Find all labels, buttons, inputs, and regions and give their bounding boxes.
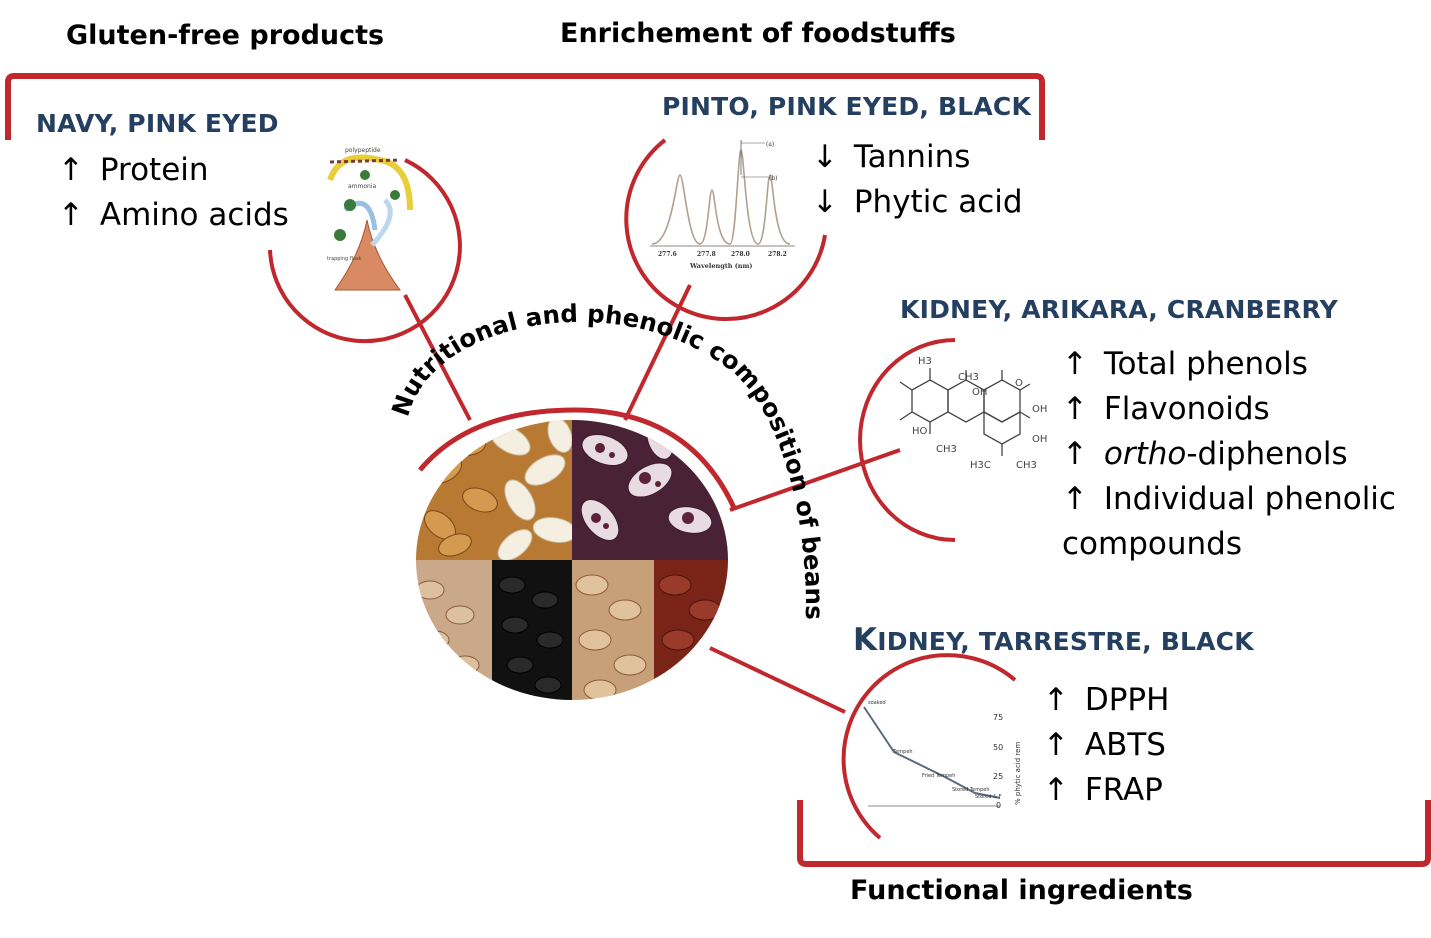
chemical-structure-labels: H3 CH3 OH O OH OH HO CH3 H3C CH3 (912, 356, 1047, 471)
spectrum-peak-label: (b) (769, 175, 778, 182)
spectrum-tick: 278.0 (731, 251, 750, 258)
atom-label: OH (1032, 404, 1047, 415)
bean-name: ARIKARA (1021, 295, 1149, 324)
bean-types-bottom-right: KIDNEY, TARRESTRE, BLACK (853, 622, 1254, 658)
spectrum-tick: 278.2 (768, 251, 787, 258)
arrow-icon: ↓ (812, 184, 838, 220)
atom-label: CH3 (936, 444, 957, 455)
list-item: ↑ ortho-diphenols (1062, 432, 1396, 477)
bean-name: TARRESTRE (978, 627, 1143, 656)
bean-name: KIDNEY (853, 622, 961, 658)
bean-name: PINTO (662, 92, 750, 121)
arrow-icon: ↑ (1043, 682, 1069, 718)
bean-name: CRANBERRY (1166, 295, 1338, 324)
nutrient-list-top-right: ↓ Tannins ↓ Phytic acid (812, 135, 1023, 225)
phytic-chart-image: soaked Tempeh Fried Tempeh Stored Tempeh… (863, 700, 1022, 810)
arrow-icon: ↑ (1062, 391, 1088, 427)
arrow-icon: ↑ (1043, 727, 1069, 763)
arrow-icon: ↑ (58, 197, 84, 233)
bean-types-middle-right: KIDNEY, ARIKARA, CRANBERRY (900, 295, 1338, 324)
spectrum-tick: 277.6 (658, 251, 677, 258)
spectrum-xlabel: Wavelength (nm) (689, 262, 752, 270)
arc-spectrum-image (624, 138, 827, 322)
list-item: ↑ Protein (58, 148, 289, 193)
list-item: ↑ DPPH (1043, 678, 1169, 723)
bean-name: KIDNEY (900, 295, 1003, 324)
phytic-point-label: soaked (868, 700, 886, 706)
center-arc (418, 407, 738, 512)
protein-sketch-label: ammonia (348, 183, 377, 190)
list-item: ↑ Total phenols (1062, 342, 1396, 387)
bottom-bracket (797, 800, 1431, 867)
phytic-point-label: Fried Tempeh (922, 773, 955, 779)
chemical-structure-image (899, 368, 1031, 456)
list-item: ↓ Phytic acid (812, 180, 1023, 225)
phytic-ytick: 75 (993, 713, 1003, 722)
bean-name: PINK EYED (767, 92, 920, 121)
arrow-icon: ↑ (1043, 772, 1069, 808)
list-item: ↓ Tannins (812, 135, 1023, 180)
arrow-icon: ↓ (812, 139, 838, 175)
atom-label: H3C (970, 460, 991, 471)
atom-label: O (1015, 378, 1023, 389)
bean-name: BLACK (937, 92, 1032, 121)
top-bracket (5, 73, 1045, 140)
beans-photo (416, 420, 728, 700)
heading-gluten-free: Gluten-free products (66, 20, 385, 51)
phytic-ytick: 0 (996, 801, 1001, 810)
arrow-icon: ↑ (58, 152, 84, 188)
nutrient-list-middle-right: ↑ Total phenols ↑ Flavonoids ↑ ortho-dip… (1062, 342, 1396, 567)
atom-label: CH3 (958, 372, 979, 383)
list-item: compounds (1062, 526, 1242, 562)
arc-protein-image (268, 158, 462, 344)
atom-label: CH3 (1016, 460, 1037, 471)
heading-functional: Functional ingredients (850, 875, 1193, 906)
atom-label: OH (972, 387, 987, 398)
spectrum-tick: 277.8 (697, 251, 716, 258)
spectrum-image: (a) (b) 277.6 277.8 278.0 278.2 Waveleng… (650, 140, 795, 270)
bean-types-top-left: NAVY, PINK EYED (36, 109, 279, 138)
list-item: ↑ Individual phenolic (1062, 477, 1396, 522)
atom-label: H3 (918, 356, 932, 367)
phytic-point-label: Tempeh (892, 749, 913, 755)
atom-label: OH (1032, 434, 1047, 445)
protein-sketch-label: polypeptide (345, 147, 381, 154)
phytic-ylabel: % phytic acid rem (1014, 742, 1022, 805)
bean-name: PINK EYED (127, 109, 279, 138)
bean-name: NAVY (36, 109, 109, 138)
list-item: ↑ Flavonoids (1062, 387, 1396, 432)
list-item: ↑ ABTS (1043, 723, 1169, 768)
protein-sketch-label: trapping flask (327, 256, 362, 262)
list-item: ↑ Amino acids (58, 193, 289, 238)
atom-label: HO (912, 426, 928, 437)
nutrient-list-top-left: ↑ Protein ↑ Amino acids (58, 148, 289, 238)
protein-sketch-image: polypeptide ammonia trapping flask (327, 147, 413, 291)
heading-enrichment: Enrichement of foodstuffs (560, 18, 956, 49)
phytic-ytick: 50 (993, 743, 1003, 752)
list-item: ↑ FRAP (1043, 768, 1169, 813)
bean-types-top-right: PINTO, PINK EYED, BLACK (662, 92, 1032, 121)
arrow-icon: ↑ (1062, 346, 1088, 382)
phytic-point-label: Stored Tempeh (952, 787, 990, 793)
arc-structure-image (858, 338, 956, 542)
phytic-ytick: 25 (993, 772, 1003, 781)
nutrient-list-bottom-right: ↑ DPPH ↑ ABTS ↑ FRAP (1043, 678, 1169, 813)
arc-chart-image (841, 653, 1017, 840)
phytic-point-label: Stored & F (975, 794, 1001, 800)
arrow-icon: ↑ (1062, 481, 1088, 517)
arrow-icon: ↑ (1062, 436, 1088, 472)
spectrum-peak-label: (a) (766, 141, 774, 148)
bean-name: BLACK (1160, 627, 1254, 656)
